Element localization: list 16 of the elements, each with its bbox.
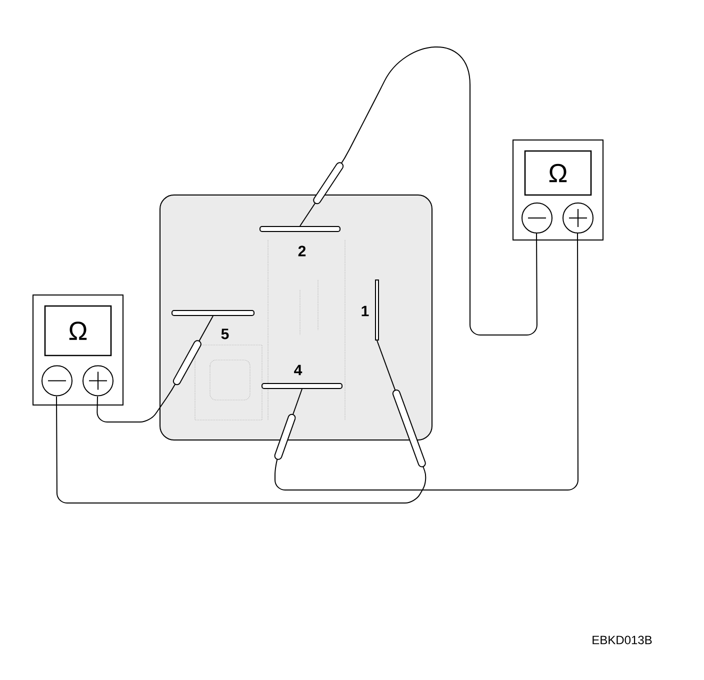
terminal-number: 4 [294, 364, 302, 376]
test-lead [300, 46, 538, 336]
terminal [172, 310, 254, 316]
terminal [262, 383, 342, 389]
figure-code: EBKD013B [592, 636, 652, 644]
terminal-number: 5 [221, 328, 229, 340]
terminal [375, 280, 379, 340]
terminal-number: 1 [362, 306, 369, 316]
relay-body [160, 194, 432, 440]
test-lead [96, 316, 214, 422]
ohmmeter: Ω [32, 294, 124, 406]
test-lead [274, 233, 578, 490]
ohmmeter: Ω [512, 140, 604, 240]
test-lead [56, 340, 426, 504]
terminal-number: 2 [298, 246, 306, 256]
terminal [260, 226, 340, 232]
